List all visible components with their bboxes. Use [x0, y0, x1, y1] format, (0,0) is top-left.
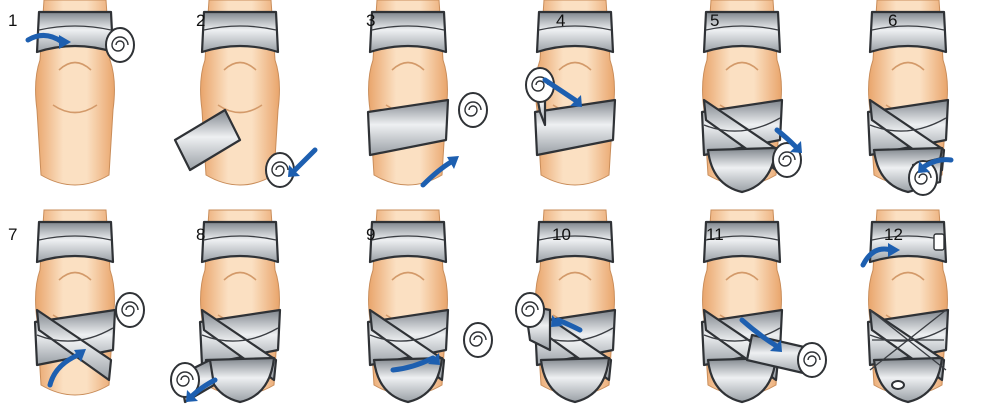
bandage-icon [202, 12, 278, 52]
bandage-icon [37, 222, 113, 262]
bandage-roll-icon [116, 293, 144, 327]
bandage-roll-icon [106, 28, 134, 62]
bandage-roll-icon [459, 93, 487, 127]
step-number: 3 [366, 11, 375, 30]
step-panel [28, 0, 134, 185]
bandage-end [892, 381, 904, 389]
step-number: 11 [706, 225, 724, 244]
bandage-icon [374, 358, 442, 402]
bandage-icon [370, 12, 446, 52]
step-panel [863, 210, 948, 402]
bandage-roll-icon [516, 293, 544, 327]
bandage-icon [708, 148, 776, 192]
bandage-icon [370, 222, 446, 262]
step-panel [35, 210, 144, 395]
step-number: 1 [8, 11, 17, 30]
step-panel [171, 210, 280, 402]
bandage-icon [37, 12, 113, 52]
bandage-roll-icon [464, 323, 492, 357]
step-number: 6 [888, 11, 897, 30]
direction-arrow-icon [295, 150, 315, 170]
step-panel [368, 0, 487, 185]
bandage-icon [874, 358, 942, 402]
bandage-icon [870, 12, 946, 52]
step-number: 7 [8, 225, 17, 244]
bandage-icon [202, 222, 278, 262]
step-panel [368, 210, 492, 402]
step-number: 9 [366, 225, 375, 244]
bandage-clip-icon [934, 234, 944, 250]
step-number: 10 [552, 225, 571, 244]
bandage-icon [541, 358, 609, 402]
step-number: 4 [556, 11, 565, 30]
step-panel [526, 0, 615, 185]
bandage-icon [537, 12, 613, 52]
bandage-icon [537, 222, 613, 262]
step-number: 2 [196, 11, 205, 30]
step-number: 5 [710, 11, 719, 30]
step-number: 8 [196, 225, 205, 244]
bandage-roll-icon [798, 343, 826, 377]
step-panel [868, 0, 951, 195]
step-number: 12 [884, 225, 903, 244]
